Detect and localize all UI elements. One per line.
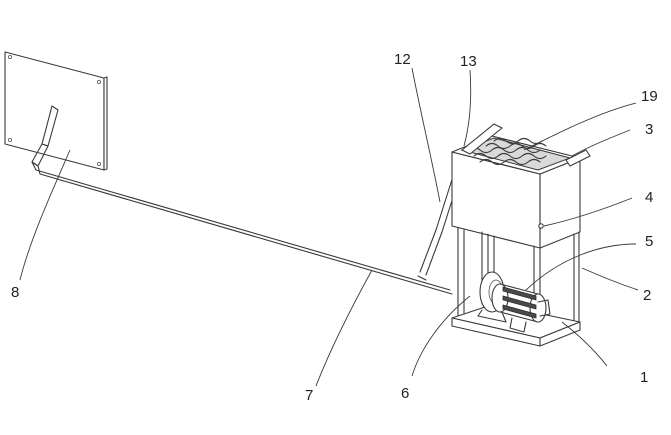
- label-12: 12: [394, 51, 411, 68]
- label-13: 13: [460, 53, 477, 70]
- label-3: 3: [645, 121, 653, 138]
- label-7: 7: [305, 387, 313, 404]
- wall-plate: [4, 51, 108, 171]
- label-8: 8: [11, 284, 19, 301]
- tank: [451, 123, 591, 249]
- reference-numerals: 1 2 3 4 5 6 7 8 12 13 19: [11, 51, 658, 404]
- base: [451, 303, 581, 347]
- long-pipe: [31, 147, 469, 295]
- label-6: 6: [401, 385, 409, 402]
- label-1: 1: [640, 369, 648, 386]
- label-4: 4: [645, 189, 653, 206]
- label-19: 19: [641, 88, 658, 105]
- label-2: 2: [643, 287, 651, 304]
- pump-motor: [477, 271, 551, 333]
- label-5: 5: [645, 233, 653, 250]
- leader-lines: [19, 67, 639, 387]
